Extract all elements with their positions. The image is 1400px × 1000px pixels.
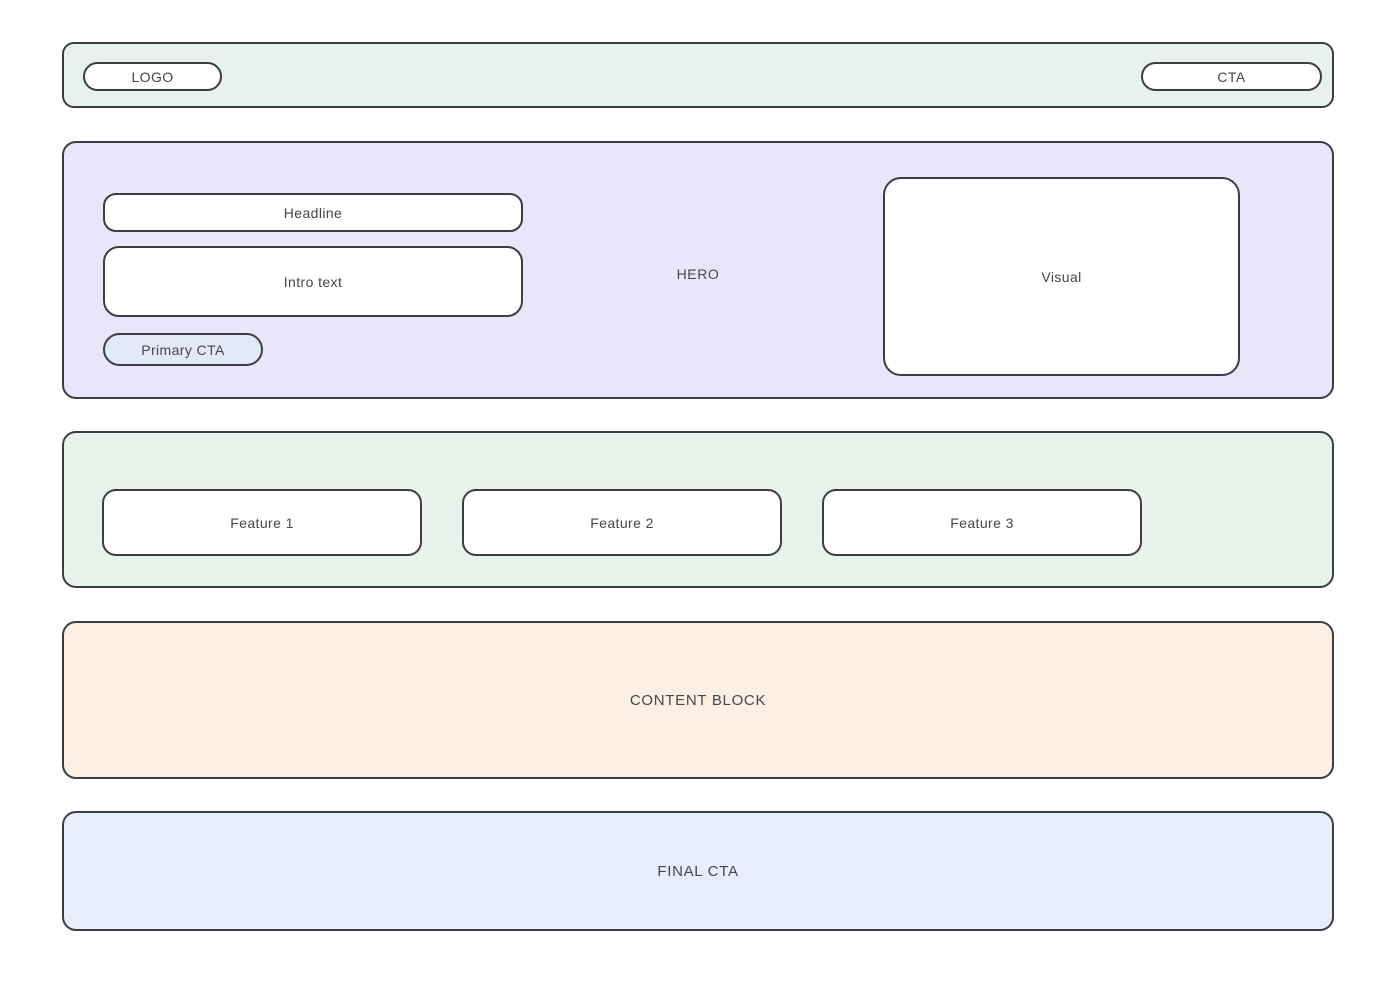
final-cta-section: FINAL CTA	[62, 811, 1334, 931]
hero-visual-box: Visual	[883, 177, 1240, 376]
logo-label: LOGO	[131, 68, 174, 85]
hero-section: Headline Intro text Primary CTA HERO Vis…	[62, 141, 1334, 399]
content-block-section: CONTENT BLOCK	[62, 621, 1334, 779]
feature-2-label: Feature 2	[590, 514, 654, 531]
logo-pill[interactable]: LOGO	[83, 62, 222, 91]
visual-label: Visual	[1041, 268, 1082, 285]
feature-card-2: Feature 2	[462, 489, 782, 556]
content-block-label: CONTENT BLOCK	[629, 691, 767, 709]
intro-text-box: Intro text	[103, 246, 523, 317]
feature-3-label: Feature 3	[950, 514, 1014, 531]
final-cta-label: FINAL CTA	[657, 862, 739, 880]
feature-card-1: Feature 1	[102, 489, 422, 556]
primary-cta-label: Primary CTA	[141, 341, 225, 358]
intro-text-label: Intro text	[283, 273, 343, 290]
headline-box: Headline	[103, 193, 523, 232]
header-bar: LOGO CTA	[62, 42, 1334, 108]
hero-section-label: HERO	[676, 266, 720, 282]
primary-cta-button[interactable]: Primary CTA	[103, 333, 263, 366]
header-cta-label: CTA	[1217, 68, 1246, 85]
headline-label: Headline	[283, 204, 343, 221]
header-cta-button[interactable]: CTA	[1141, 62, 1322, 91]
features-section: Feature 1 Feature 2 Feature 3	[62, 431, 1334, 588]
feature-card-3: Feature 3	[822, 489, 1142, 556]
feature-1-label: Feature 1	[230, 514, 294, 531]
